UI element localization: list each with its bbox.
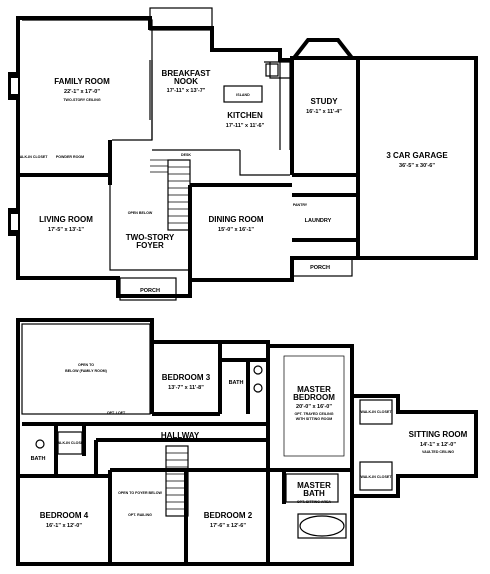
tray-ceiling (283, 355, 345, 457)
bedroom2-label: BEDROOM 2 (204, 511, 253, 520)
family-room-note: TWO-STORY CEILING (63, 98, 100, 102)
walk-in-closet-label: WALK-IN CLOSET (17, 155, 49, 159)
kitchen-label: KITCHEN (227, 111, 263, 120)
sitting-room-label: SITTING ROOM (409, 430, 468, 439)
open-below-top-label: OPEN TO (78, 363, 94, 367)
family-room-dims: 22'-1" x 17'-0" (64, 89, 100, 95)
wic-left (57, 431, 83, 455)
walk-out-label: WALK-OUT BOX BAY (218, 279, 255, 283)
kitchen-wall (151, 60, 290, 176)
first-floor-plan (8, 7, 478, 301)
dining-room-label: DINING ROOM (208, 215, 263, 224)
family-room-label: FAMILY ROOM (54, 77, 110, 86)
side-porch (291, 257, 353, 277)
sink (253, 365, 263, 375)
first-floor-windows (60, 17, 262, 281)
second-floor-plan (16, 318, 478, 566)
bath-top-wall (220, 358, 268, 414)
bedroom3-label: BEDROOM 3 (162, 373, 211, 382)
laundry-label: LAUNDRY (305, 218, 332, 224)
open-below-top-dims: BELOW (FAMILY ROOM) (65, 369, 108, 373)
first-floor-labels: FAMILY ROOM 22'-1" x 17'-0" TWO-STORY CE… (17, 69, 449, 294)
bedroom2-dims: 17'-6" x 12'-6" (210, 523, 246, 529)
garage-label: 3 CAR GARAGE (386, 151, 448, 160)
study-wall (290, 60, 356, 177)
wic-sitting-top (359, 399, 393, 425)
study-label: STUDY (310, 97, 338, 106)
study-dims: 16'-1" x 11'-4" (306, 109, 342, 115)
breakfast-dims: 17'-11" x 13'-7" (167, 88, 206, 94)
master-bedroom-note2: WITH SITTING ROOM (296, 417, 333, 421)
sitting-room-dims: 14'-1" x 12'-0" (420, 442, 456, 448)
master-bedroom-dims: 20'-0" x 16'-0" (296, 404, 332, 410)
opt-loft-label: OPT. LOFT (107, 411, 126, 415)
family-room-wall (18, 140, 112, 185)
master-tub (299, 515, 345, 537)
desk-label: DESK (181, 153, 191, 157)
living-room-dims: 17'-5" x 13'-1" (48, 227, 84, 233)
master-bath-wall (266, 470, 286, 564)
side-porch-label: PORCH (310, 265, 330, 271)
wic-left-label: WALK-IN CLOSET (55, 441, 87, 445)
wic-sitting-bottom (359, 461, 393, 491)
kitchen-island (223, 85, 263, 103)
wic-master (285, 473, 339, 503)
breakfast-label-2: NOOK (174, 77, 198, 86)
range (265, 63, 279, 77)
bath-left-label: BATH (31, 456, 46, 462)
front-porch-label: PORCH (140, 288, 160, 294)
hallway-wall (22, 422, 268, 476)
master-bedroom-label-2: BEDROOM (293, 393, 335, 402)
bath-top-label: BATH (229, 380, 244, 386)
second-floor-labels: OPEN TO BELOW (FAMILY ROOM) BEDROOM 3 13… (31, 363, 468, 529)
open-below-label: OPEN BELOW (128, 211, 153, 215)
dining-room-dims: 15'-0" x 16'-1" (218, 227, 254, 233)
foyer-wall (109, 185, 190, 271)
bedroom3-wall (150, 342, 222, 416)
bedroom-wall (108, 468, 268, 564)
wic-sitting-top-label: WALK-IN CLOSET (361, 410, 393, 414)
bedroom4-dims: 16'-1" x 12'-0" (46, 523, 82, 529)
open-foyer-label: OPEN TO FOYER BELOW (118, 491, 162, 495)
bedroom3-dims: 13'-7" x 11'-8" (168, 385, 204, 391)
living-room-label: LIVING ROOM (39, 215, 93, 224)
foyer-label-1: TWO-STORY (126, 233, 175, 242)
hallway-label: HALLWAY (161, 431, 200, 440)
second-floor-outer-wall (16, 318, 478, 566)
front-porch (119, 277, 177, 301)
master-bath-label-1: MASTER (297, 481, 331, 490)
laundry-wall (292, 193, 356, 242)
bath-left-wall (18, 424, 110, 478)
opt-railing-label: OPT. RAILING (128, 513, 152, 517)
master-bath-label-2: BATH (303, 489, 325, 498)
sitting-room-note: VAULTED CEILING (422, 450, 454, 454)
second-floor-stair (165, 445, 189, 517)
pantry-label: PANTRY (293, 203, 308, 207)
breakfast-label-1: BREAKFAST (162, 69, 211, 78)
master-bedroom-note1: OPT. TRAYED CEILING (294, 412, 333, 416)
wic-sitting-bottom-label: WALK-IN CLOSET (361, 475, 393, 479)
garage-dims: 36'-5" x 30'-6" (399, 163, 435, 169)
first-floor-stair (150, 159, 191, 231)
kitchen-dims: 17'-11" x 11'-6" (226, 123, 265, 129)
master-bedroom-label-1: MASTER (297, 385, 331, 394)
island-label: ISLAND (236, 93, 250, 97)
garage-wall (356, 56, 478, 260)
bedroom4-label: BEDROOM 4 (40, 511, 89, 520)
master-bath-note: OPT. SITTING AREA (297, 500, 332, 504)
kitchen-counter (264, 61, 291, 150)
study-bay-wall (292, 38, 354, 60)
foyer-label-2: FOYER (136, 241, 164, 250)
rear-patio (149, 7, 213, 31)
powder-room-label: POWDER ROOM (56, 155, 84, 159)
